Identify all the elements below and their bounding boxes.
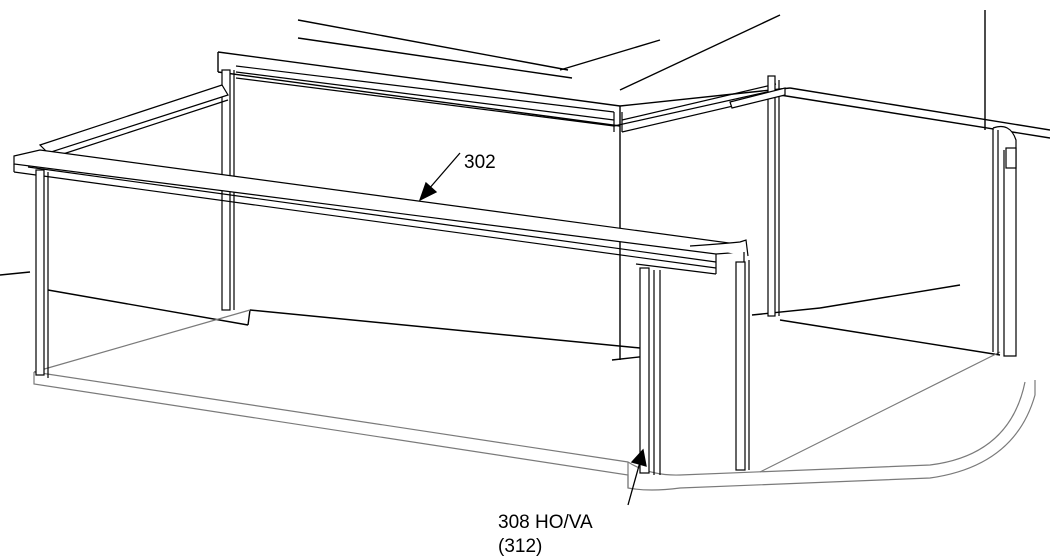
front-posts bbox=[35, 169, 749, 475]
top-rail-302 bbox=[14, 150, 748, 274]
leader-line-308 bbox=[628, 462, 640, 505]
leader-arrows bbox=[420, 153, 646, 505]
ref-label-308: 308 HO/VA bbox=[498, 512, 593, 533]
ref-label-302: 302 bbox=[464, 152, 496, 173]
parapet-cap bbox=[236, 66, 776, 132]
rear-posts bbox=[221, 69, 1017, 356]
building-wall bbox=[0, 10, 1050, 360]
ref-label-312: (312) bbox=[498, 536, 543, 557]
arrowhead-308 bbox=[632, 450, 646, 466]
arrowhead-302 bbox=[420, 183, 436, 200]
leader-line-302 bbox=[428, 153, 460, 190]
